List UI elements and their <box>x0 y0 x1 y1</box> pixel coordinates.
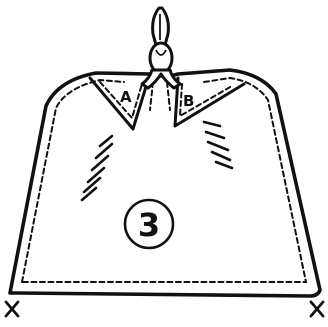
fold-label-a: A <box>120 88 132 106</box>
step-number: 3 <box>138 206 160 244</box>
bag-outline <box>10 70 320 296</box>
fold-label-b: B <box>183 92 194 110</box>
corner-mark-right <box>311 302 323 316</box>
corner-mark-left <box>6 302 18 316</box>
